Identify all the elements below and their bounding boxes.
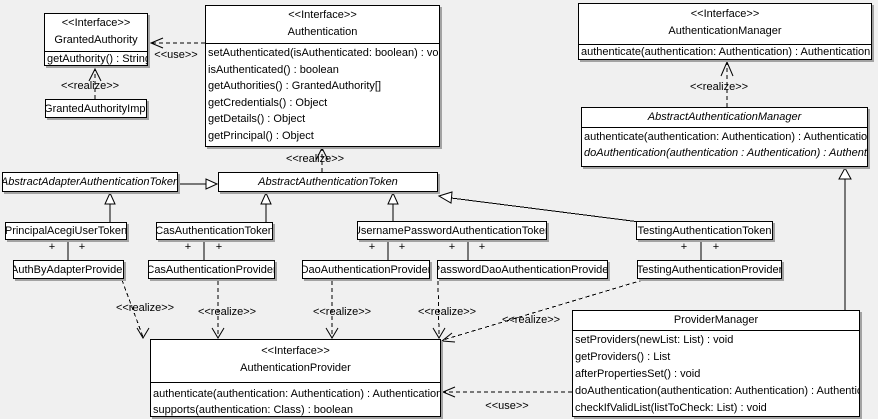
class-name: TestingAuthenticationToken <box>637 224 772 237</box>
class-name: AuthenticationProvider <box>240 362 351 374</box>
edge-label-realize: <<realize>> <box>417 306 477 318</box>
use-provider-manager-to-authentication-provider <box>441 386 572 398</box>
class-name: GrantedAuthority <box>54 34 138 46</box>
class-name: PasswordDaoAuthenticationProvider <box>437 263 608 276</box>
class-name: AuthByAdapterProvider <box>13 263 124 276</box>
method-label: authenticate(authentication: Authenticat… <box>153 388 440 400</box>
edge-label-realize: <<realize>> <box>285 153 345 165</box>
class-box-username-password-authentication-token[interactable]: UsernamePasswordAuthenticationToken <box>357 221 547 240</box>
gen-abstract-adapter-token-to-abstract-token <box>179 178 219 190</box>
edge-label-use: <<use>> <box>485 400 529 412</box>
use-authentication-to-granted-authority <box>149 37 205 49</box>
realize-abstract-manager-to-authentication-manager <box>720 60 734 107</box>
edge-label-realize: <<realize>> <box>501 314 561 326</box>
class-name: AbstractAuthenticationManager <box>582 108 867 128</box>
class-box-authentication-manager[interactable]: <<Interface>> AuthenticationManager auth… <box>578 3 872 60</box>
class-box-password-dao-authentication-provider[interactable]: PasswordDaoAuthenticationProvider <box>437 260 608 279</box>
method-label: doAuthentication(authentication: Authent… <box>575 385 859 397</box>
class-name: ProviderManager <box>573 311 859 331</box>
method-label: authenticate(authentication: Authenticat… <box>581 46 871 58</box>
class-name: DaoAuthenticationProvider <box>302 263 430 276</box>
edge-label-realize: <<realize>> <box>60 80 120 92</box>
method-label: doAuthentication(authentication : Authen… <box>584 147 867 159</box>
gen-testing-token-to-abstract-token <box>437 191 641 223</box>
method-label: setProviders(newList: List) : void <box>575 334 734 346</box>
stereotype-label: <<Interface>> <box>288 9 357 21</box>
class-box-granted-authority[interactable]: <<Interface>> GrantedAuthority getAuthor… <box>44 13 148 66</box>
gen-principal-acegi-token-to-abstract-adapter-token <box>104 191 116 222</box>
method-label: getPrincipal() : Object <box>208 129 314 142</box>
association-end-plus: + <box>48 241 56 253</box>
stereotype-label: <<Interface>> <box>690 8 760 20</box>
edge-label-realize: <<realize>> <box>689 81 749 93</box>
association-end-plus: + <box>448 241 456 253</box>
realize-dao-provider-to-authentication-provider <box>325 281 339 339</box>
gen-provider-manager-to-abstract-authentication-manager <box>838 166 852 310</box>
association-end-plus: + <box>398 241 406 253</box>
class-name: AuthenticationManager <box>668 25 782 37</box>
class-box-authentication-provider[interactable]: <<Interface>> AuthenticationProvider aut… <box>150 339 441 417</box>
gen-username-password-token-to-abstract-token <box>387 191 399 221</box>
realize-abstract-token-to-authentication <box>315 146 329 172</box>
class-box-cas-authentication-token[interactable]: CasAuthenticationToken <box>156 222 273 240</box>
class-name: PrincipalAcegiUserToken <box>5 225 127 237</box>
edge-label-realize: <<realize>> <box>312 306 372 318</box>
class-box-granted-authority-impl[interactable]: GrantedAuthorityImpl <box>45 99 147 118</box>
method-label: checkIfValidList(listToCheck: List) : vo… <box>575 402 767 414</box>
realize-granted-authority-impl-to-granted-authority <box>88 67 102 99</box>
realize-password-dao-provider-to-authentication-provider <box>432 280 446 339</box>
class-box-testing-authentication-provider[interactable]: TestingAuthenticationProvider <box>637 260 782 279</box>
class-name: AbstractAdapterAuthenticationToken <box>2 176 178 188</box>
class-box-provider-manager[interactable]: ProviderManager setProviders(newList: Li… <box>572 310 860 417</box>
association-end-plus: + <box>680 241 688 253</box>
method-label: authenticate(authentication: Authenticat… <box>584 131 867 143</box>
edge-label-realize: <<realize>> <box>115 302 175 314</box>
class-name: CasAuthenticationToken <box>156 225 273 237</box>
class-box-abstract-authentication-manager[interactable]: AbstractAuthenticationManager authentica… <box>581 107 868 167</box>
association-end-plus: + <box>368 241 376 253</box>
association-end-plus: + <box>215 241 223 253</box>
method-label: getAuthority() : String <box>47 53 147 65</box>
class-name: GrantedAuthorityImpl <box>45 102 147 115</box>
method-label: isAuthenticated() : boolean <box>208 63 339 76</box>
edge-label-realize: <<realize>> <box>197 306 257 318</box>
class-name: TestingAuthenticationProvider <box>637 263 782 276</box>
method-label: afterPropertiesSet() : void <box>575 368 701 380</box>
class-name: CasAuthenticationProvider <box>148 263 275 276</box>
method-label: getDetails() : Object <box>208 113 306 125</box>
association-end-plus: + <box>184 241 192 253</box>
method-label: setAuthenticated(isAuthenticated: boolea… <box>208 47 439 59</box>
class-name: Authentication <box>287 26 358 38</box>
gen-cas-token-to-abstract-token <box>260 191 272 222</box>
class-box-principal-acegi-user-token[interactable]: PrincipalAcegiUserToken <box>5 222 127 240</box>
class-box-testing-authentication-token[interactable]: TestingAuthenticationToken <box>636 221 773 240</box>
class-name: UsernamePasswordAuthenticationToken <box>357 224 547 237</box>
class-box-abstract-adapter-authentication-token[interactable]: AbstractAdapterAuthenticationToken <box>2 172 178 192</box>
association-end-plus: + <box>78 241 86 253</box>
class-name: AbstractAuthenticationToken <box>258 176 398 188</box>
realize-cas-provider-to-authentication-provider <box>211 281 225 339</box>
class-box-abstract-authentication-token[interactable]: AbstractAuthenticationToken <box>218 172 438 192</box>
association-end-plus: + <box>712 241 720 253</box>
realize-auth-by-adapter-provider-to-authentication-provider <box>121 279 150 339</box>
realize-testing-provider-to-authentication-provider <box>440 279 644 343</box>
class-box-dao-authentication-provider[interactable]: DaoAuthenticationProvider <box>302 260 430 279</box>
association-end-plus: + <box>478 241 486 253</box>
class-box-auth-by-adapter-provider[interactable]: AuthByAdapterProvider <box>13 260 124 279</box>
method-label: getCredentials() : Object <box>208 96 328 109</box>
stereotype-label: <<Interface>> <box>261 345 330 357</box>
edge-label-use: <<use>> <box>154 49 198 61</box>
method-label: getProviders() : List <box>575 351 671 363</box>
method-label: supports(authentication: Class) : boolea… <box>153 404 353 416</box>
class-box-cas-authentication-provider[interactable]: CasAuthenticationProvider <box>148 260 275 279</box>
class-box-authentication[interactable]: <<Interface>> Authentication setAuthenti… <box>205 5 440 147</box>
stereotype-label: <<Interface>> <box>61 17 131 29</box>
method-label: getAuthorities() : GrantedAuthority[] <box>208 80 382 92</box>
